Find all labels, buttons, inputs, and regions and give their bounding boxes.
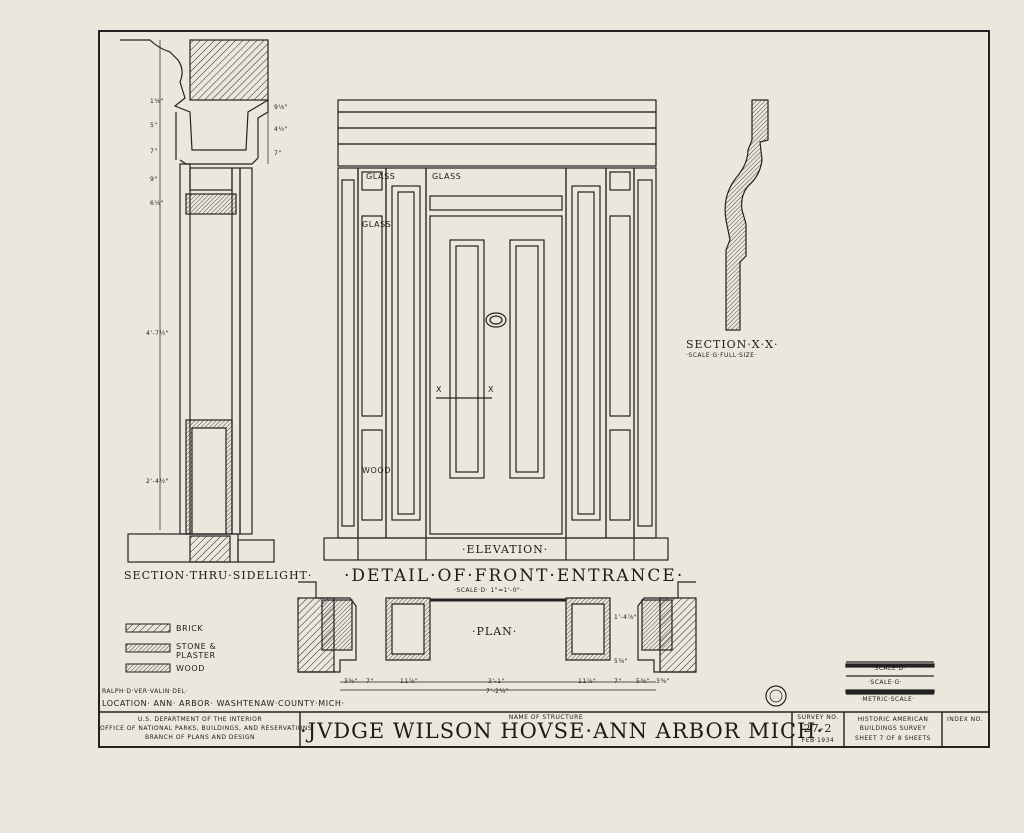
plan-dim-1: 3⅜" (344, 678, 358, 685)
entrance-plan-drawing (297, 581, 697, 691)
survey-caption: SURVEY NO. (797, 714, 839, 721)
plan-label: ·PLAN· (472, 625, 518, 638)
legend-brick: BRICK (176, 624, 204, 633)
elevation-label: ·ELEVATION· (462, 543, 549, 556)
wood-label: WOOD (362, 466, 392, 475)
legend-wood: WOOD (176, 664, 206, 673)
dim-8: 6⅝" (150, 200, 164, 207)
wood-swatch (125, 663, 171, 673)
dim-3: 7" (150, 148, 158, 155)
agency-line-2: OFFICE OF NATIONAL PARKS, BUILDINGS, AND… (100, 725, 313, 732)
delineator: RALPH·D·VER·VALIN·DEL· (102, 688, 188, 695)
section-xx-drawing (724, 99, 769, 331)
dim-2: 5" (150, 122, 158, 129)
glass-label-3: GLASS (362, 220, 392, 229)
front-door (425, 167, 567, 539)
x-mark-right: X (488, 385, 495, 394)
transom-rail (189, 167, 233, 191)
plan-dim-9: 1'-4⅞" (614, 614, 638, 621)
mullion-section (231, 167, 241, 535)
brick-swatch (125, 623, 171, 633)
pilaster-section (239, 167, 253, 535)
agency-line-1: U.S. DEPARTMENT OF THE INTERIOR (137, 716, 263, 723)
plan-dim-4: 3'-1" (488, 678, 505, 685)
entrance-base (323, 537, 669, 561)
graphic-scales (845, 661, 935, 695)
dim-6: 7" (274, 150, 282, 157)
title-block-lines (100, 711, 988, 746)
door-panel-right (509, 239, 545, 479)
seal-emblem (765, 685, 787, 707)
dim-9: 4'-7½" (146, 330, 170, 337)
metric-scale-label: ·METRIC·SCALE· (860, 696, 915, 703)
plan-dim-10: 5⅜" (614, 658, 628, 665)
molding-profile (724, 99, 769, 331)
header-masonry-hatch (189, 39, 269, 101)
section-thru-sidelight-drawing (120, 39, 275, 563)
plan-dim-11: 3⅜" (656, 678, 670, 685)
habs-line-1: HISTORIC AMERICAN (857, 716, 929, 723)
detail-title: ·DETAIL·OF·FRONT·ENTRANCE· (344, 566, 685, 586)
dim-7: 9" (150, 176, 158, 183)
glass-label-2: GLASS (432, 172, 462, 181)
plan-dim-8: 5⅜" (636, 678, 650, 685)
plan-dim-7: 7" (614, 678, 622, 685)
plan-dim-3: 11⅞" (400, 678, 419, 685)
section-xx-scale: ·SCALE·G·FULL·SIZE· (686, 352, 757, 359)
location-line: LOCATION· ANN· ARBOR· WASHTENAW·COUNTY·M… (102, 699, 345, 708)
habs-line-2: BUILDINGS SURVEY (859, 725, 927, 732)
entablature-top (337, 99, 657, 113)
x-mark-left: X (436, 385, 443, 394)
door-knocker (485, 312, 507, 328)
pilaster-right-outer (633, 167, 657, 539)
sheet-count: SHEET 7 OF 8 SHEETS (855, 735, 931, 742)
sheet-border (98, 30, 990, 748)
agency-line-3: BRANCH OF PLANS AND DESIGN (145, 734, 255, 741)
plan-dim-2: 7" (366, 678, 374, 685)
glass-label-1: GLASS (366, 172, 396, 181)
dim-1: 1⅜" (150, 98, 164, 105)
index-caption: INDEX NO. (946, 716, 984, 723)
dim-10: 2'-4½" (146, 478, 170, 485)
plan-dim-5: 7'-2¼" (486, 688, 510, 695)
legend-swatches (125, 623, 171, 673)
structure-name: ·JVDGE WILSON HOVSE·ANN ARBOR MICH· (300, 719, 825, 743)
section-sidelight-title: SECTION·THRU·SIDELIGHT· (124, 569, 313, 582)
survey-number: 27-2 (803, 722, 833, 735)
pilaster-left-outer (337, 167, 359, 539)
survey-date: FEB·1934 (801, 737, 835, 744)
entrance-elevation-drawing (323, 99, 669, 561)
scale-g-label: ·SCALE·G· (868, 679, 903, 686)
plan-dim-6: 11⅞" (578, 678, 597, 685)
structure-caption: NAME OF STRUCTURE (508, 714, 584, 721)
dim-4: 9⅛" (274, 104, 288, 111)
section-xx-title: SECTION·X·X· (686, 338, 779, 351)
detail-scale: ·SCALE·D· 1"=1'-0"· (454, 587, 523, 594)
scale-d-label: ·SCALE·D· (872, 665, 907, 672)
dim-5: 4½" (274, 126, 288, 133)
sill-section (185, 193, 237, 215)
legend-stone: STONE & PLASTER (176, 642, 217, 660)
stone-swatch (125, 643, 171, 653)
door-panel-left (449, 239, 485, 479)
